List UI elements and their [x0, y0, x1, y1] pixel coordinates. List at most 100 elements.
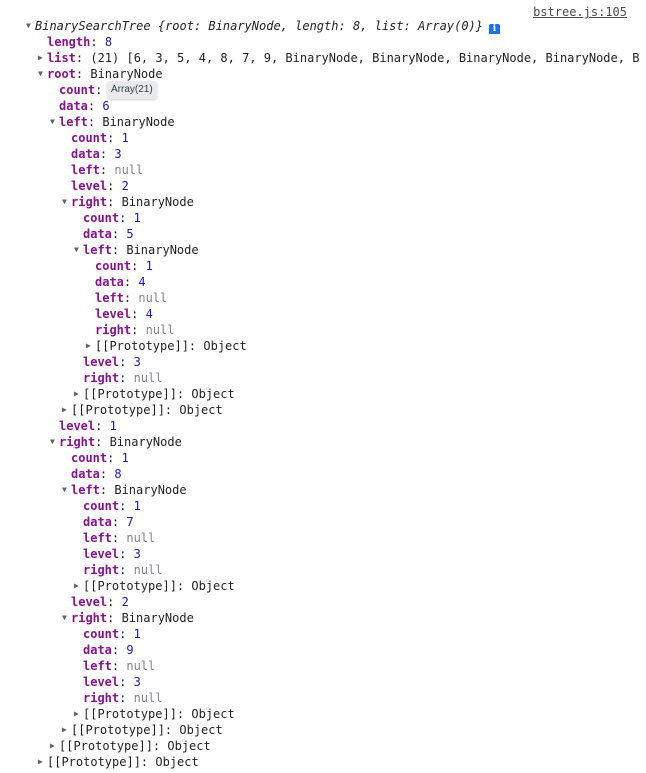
prop-right-row: right: null — [0, 322, 646, 338]
triangle-down-icon[interactable]: ▼ — [50, 117, 55, 126]
value-text: : — [338, 19, 353, 33]
prop-right-row: right: null — [0, 690, 646, 706]
triangle-right-icon[interactable]: ▶ — [74, 581, 79, 590]
triangle-right-icon[interactable]: ▶ — [38, 757, 43, 766]
triangle-down-icon[interactable]: ▼ — [62, 197, 67, 206]
value-text: , — [280, 19, 296, 33]
property-key: count — [59, 83, 96, 97]
property-key: [[Prototype]] — [95, 339, 189, 353]
prop-level-row: level: 2 — [0, 594, 646, 610]
property-key: root — [47, 67, 76, 81]
prop-left: left: null — [83, 658, 155, 674]
property-key: level — [83, 547, 120, 561]
value-text: : — [119, 371, 134, 385]
prop-data-row: data: 9 — [0, 642, 646, 658]
prop-prototype-row[interactable]: ▶[[Prototype]]: Object — [0, 722, 646, 738]
property-key: left — [59, 115, 88, 129]
prop-right-row[interactable]: ▼right: BinaryNode — [0, 194, 646, 210]
property-key: [[Prototype]] — [83, 707, 177, 721]
property-key: count — [83, 499, 120, 513]
triangle-right-icon[interactable]: ▶ — [62, 405, 67, 414]
triangle-down-icon[interactable]: ▼ — [62, 613, 67, 622]
prop-count-row: count: 1 — [0, 130, 646, 146]
number-value: 1 — [109, 419, 117, 433]
prop-count-row: count: 1 — [0, 626, 646, 642]
prop-prototype-row[interactable]: ▶[[Prototype]]: Object — [0, 578, 646, 594]
triangle-right-icon[interactable]: ▶ — [38, 53, 43, 62]
property-key: left — [95, 291, 124, 305]
prop-right-row[interactable]: ▼right: BinaryNode — [0, 610, 646, 626]
prop-left: left: null — [71, 162, 143, 178]
value-text: : — [107, 131, 122, 145]
prop-level: level: 3 — [83, 546, 141, 562]
property-key: list — [47, 51, 76, 65]
value-text: : — [87, 99, 103, 113]
prop-prototype: [[Prototype]]: Object — [95, 338, 247, 354]
triangle-right-icon[interactable]: ▶ — [74, 709, 79, 718]
prop-length-row: length: 8 — [0, 34, 646, 50]
prop-list-row[interactable]: ▶list: (21) [6, 3, 5, 4, 8, 7, 9, Binary… — [0, 50, 646, 66]
triangle-down-icon[interactable]: ▼ — [62, 485, 67, 494]
source-link[interactable]: bstree.js:105 — [533, 5, 627, 19]
triangle-right-icon[interactable]: ▶ — [50, 741, 55, 750]
prop-data: data: 9 — [83, 642, 134, 658]
prop-prototype-row[interactable]: ▶[[Prototype]]: Object — [0, 738, 646, 754]
info-icon[interactable]: i — [489, 24, 501, 34]
property-key: count — [95, 259, 132, 273]
object-header-row[interactable]: ▼BinarySearchTree {root: BinaryNode, len… — [0, 18, 646, 34]
value-text: : — [119, 691, 134, 705]
prop-left-row[interactable]: ▼left: BinaryNode — [0, 482, 646, 498]
prop-root-row[interactable]: ▼root: BinaryNode — [0, 66, 646, 82]
value-text: : — [119, 627, 134, 641]
property-key: right — [59, 435, 96, 449]
property-key: right — [95, 323, 132, 337]
value-text: Object — [203, 339, 247, 353]
prop-count-row: count: 1 — [0, 210, 646, 226]
value-text: : — [164, 403, 180, 417]
prop-right-row[interactable]: ▼right: BinaryNode — [0, 434, 646, 450]
value-text: } — [475, 19, 484, 33]
prop-prototype-row[interactable]: ▶[[Prototype]]: Object — [0, 402, 646, 418]
property-key: [[Prototype]] — [59, 739, 153, 753]
triangle-down-icon[interactable]: ▼ — [38, 69, 43, 78]
triangle-right-icon[interactable]: ▶ — [62, 725, 67, 734]
property-key: count — [71, 451, 108, 465]
number-value: 8 — [114, 467, 122, 481]
value-text: : — [95, 83, 110, 97]
prop-prototype-row[interactable]: ▶[[Prototype]]: Object — [0, 754, 646, 770]
value-text: : — [111, 515, 127, 529]
value-text: : — [107, 179, 122, 193]
prop-prototype-row[interactable]: ▶[[Prototype]]: Object — [0, 386, 646, 402]
prop-level-row: level: 2 — [0, 178, 646, 194]
value-text: : — [107, 451, 122, 465]
value-text: : — [107, 611, 122, 625]
triangle-down-icon[interactable]: ▼ — [26, 21, 31, 30]
prop-level: level: 2 — [71, 594, 129, 610]
triangle-down-icon[interactable]: ▼ — [74, 245, 79, 254]
prop-level: level: 1 — [59, 418, 117, 434]
triangle-right-icon[interactable]: ▶ — [86, 341, 91, 350]
number-value: 8 — [352, 19, 361, 33]
value-text: : — [75, 51, 91, 65]
value-text: Object — [191, 387, 235, 401]
value-text: Object — [191, 579, 235, 593]
value-text: : — [99, 147, 115, 161]
value-text: : — [123, 275, 139, 289]
prop-left-row[interactable]: ▼left: BinaryNode — [0, 114, 646, 130]
prop-level: level: 3 — [83, 354, 141, 370]
triangle-right-icon[interactable]: ▶ — [74, 389, 79, 398]
value-text: : — [119, 675, 134, 689]
prop-data: data: 8 — [71, 466, 122, 482]
value-text: Object — [191, 707, 235, 721]
property-key: data — [83, 515, 112, 529]
prop-prototype-row[interactable]: ▶[[Prototype]]: Object — [0, 706, 646, 722]
property-key: left — [83, 531, 112, 545]
triangle-down-icon[interactable]: ▼ — [50, 437, 55, 446]
prop-right: right: null — [95, 322, 174, 338]
prop-left-row: left: null — [0, 530, 646, 546]
prop-left-row[interactable]: ▼left: BinaryNode — [0, 242, 646, 258]
prop-prototype-row[interactable]: ▶ [[Prototype]]: Object — [0, 338, 646, 354]
prop-level-row: level: 1 — [0, 418, 646, 434]
prop-level-row: level: 3 — [0, 354, 646, 370]
prop-data: data: 5 — [83, 226, 134, 242]
